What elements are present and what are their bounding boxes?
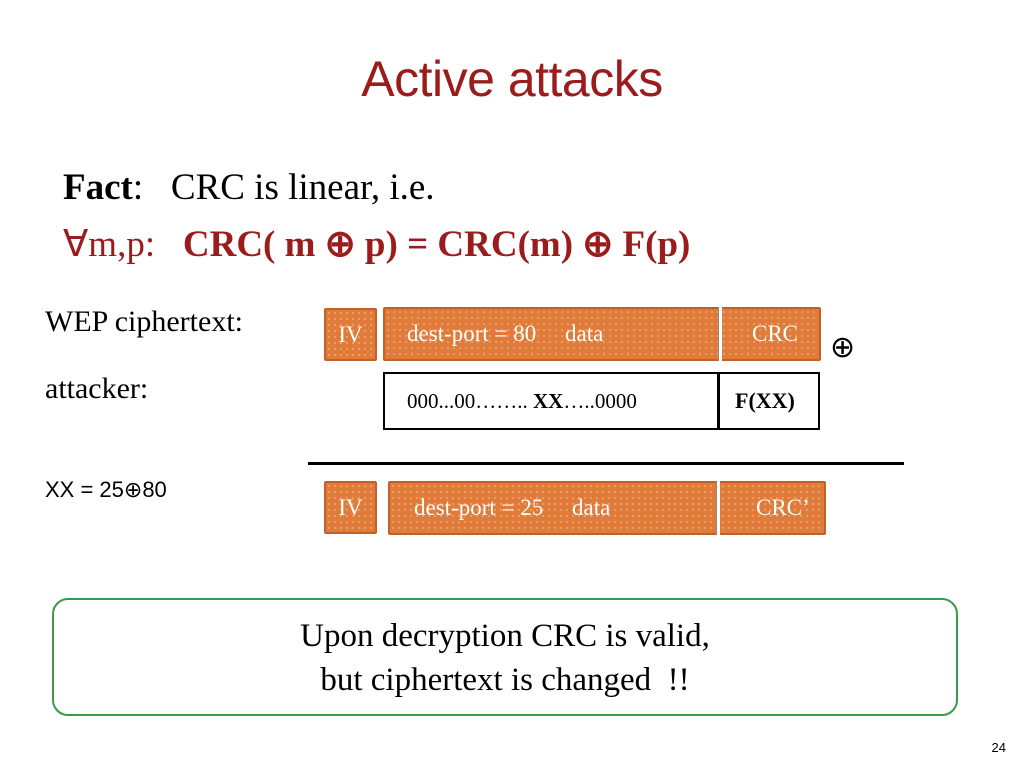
callout-line-1: Upon decryption CRC is valid, [300, 618, 710, 654]
attacker-label: attacker: [45, 372, 149, 405]
fact-label: Fact [63, 167, 133, 208]
wep-iv-label: IV [338, 321, 363, 347]
wep-payload-box: dest-port = 80 data CRC [383, 307, 821, 361]
result-iv-label: IV [338, 494, 363, 520]
wep-crc-label: CRC [752, 321, 799, 346]
linearity-formula: ∀m,p: CRC( m ⊕ p) = CRC(m) ⊕ F(p) [63, 222, 690, 266]
wep-crc-divider [718, 307, 722, 361]
wep-payload-text: dest-port = 80 data [407, 321, 604, 346]
attacker-fxx-label: F(XX) [735, 388, 795, 413]
formula-expression: CRC( m ⊕ p) = CRC(m) ⊕ F(p) [182, 224, 691, 265]
attacker-crc-divider [717, 374, 720, 428]
fact-statement: Fact: CRC is linear, i.e. [63, 166, 435, 209]
fact-colon: : [132, 167, 144, 208]
attacker-mask-xx: XX [533, 388, 564, 413]
callout-line-2: but ciphertext is changed !! [320, 662, 690, 698]
formula-quantifier: ∀m,p: [63, 224, 156, 265]
slide-title: Active attacks [361, 51, 663, 107]
wep-ciphertext-label: WEP ciphertext: [45, 305, 243, 338]
attacker-mask-suffix: …..0000 [563, 388, 637, 413]
result-crc-label: CRC’ [756, 495, 810, 520]
xor-result-rule [308, 462, 904, 465]
page-number: 24 [991, 740, 1006, 755]
attacker-mask-box: 000...00…….. XX…..0000 F(XX) [383, 372, 820, 430]
result-crc-divider [716, 481, 720, 535]
conclusion-callout: Upon decryption CRC is valid, but cipher… [52, 598, 958, 716]
result-iv-box: IV [324, 481, 377, 534]
xx-definition-label: XX = 25⊕80 [45, 477, 167, 502]
wep-iv-box: IV [324, 308, 377, 361]
result-payload-box: dest-port = 25 data CRC’ [388, 481, 826, 535]
fact-text: CRC is linear, i.e. [170, 167, 435, 208]
xor-operator-symbol: ⊕ [830, 330, 856, 365]
result-payload-text: dest-port = 25 data [414, 495, 611, 520]
attacker-mask-text: 000...00…….. XX…..0000 [407, 389, 637, 414]
attacker-mask-prefix: 000...00…….. [407, 388, 528, 413]
